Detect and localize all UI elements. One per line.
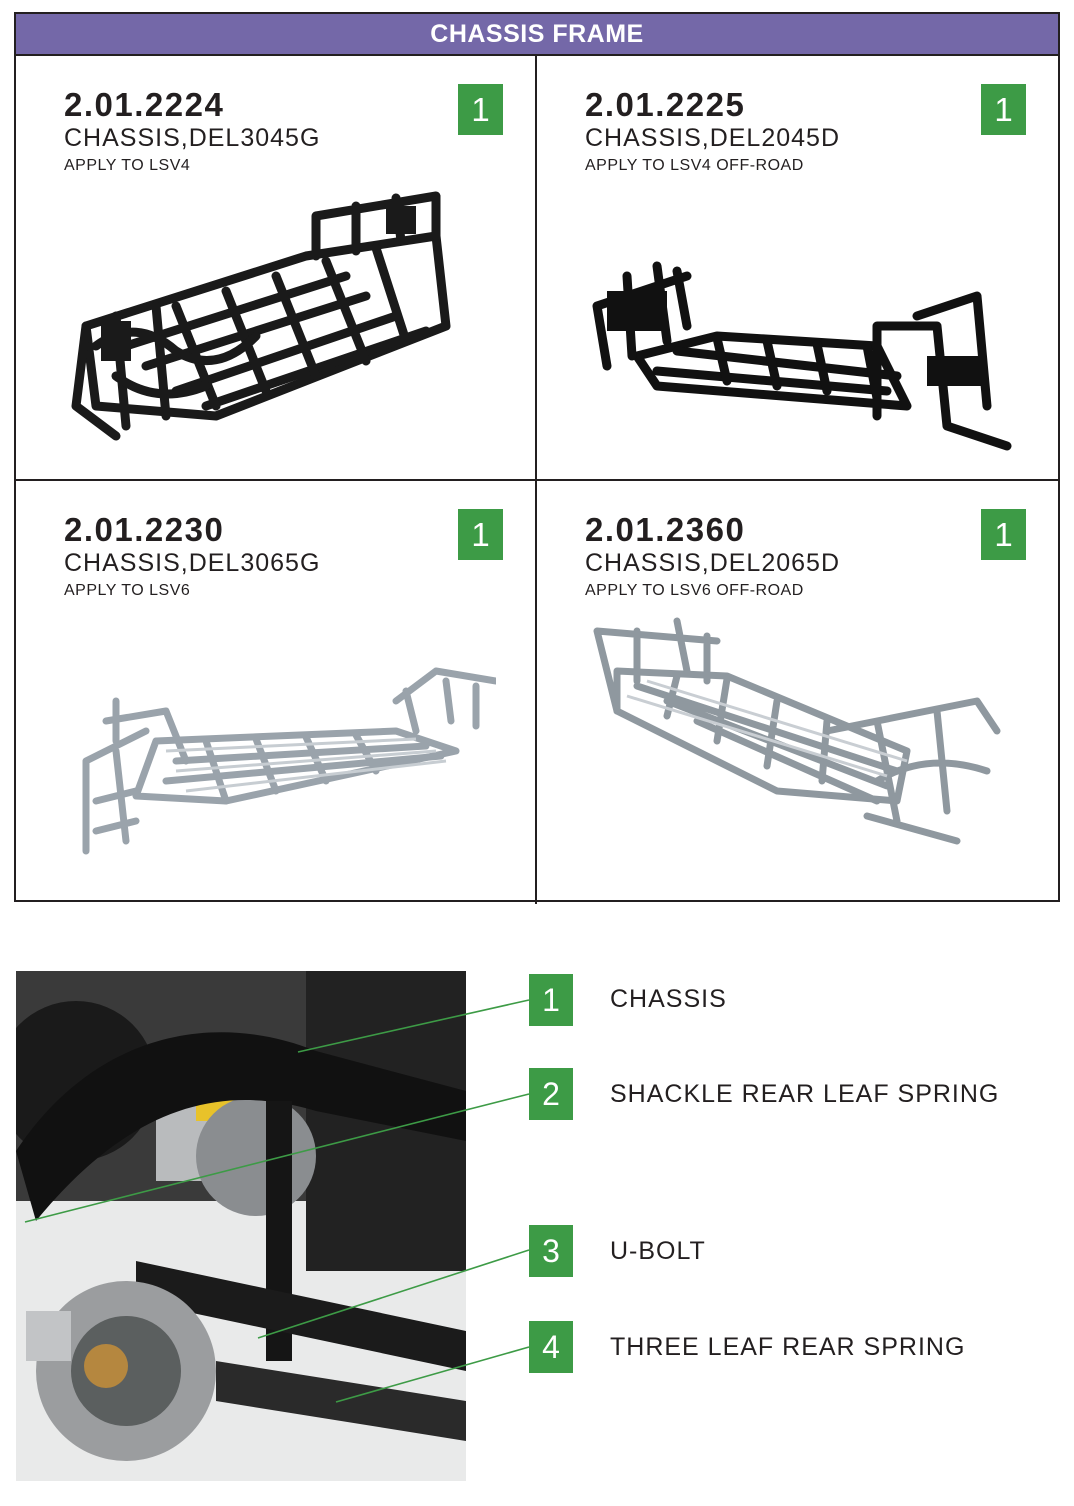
part-number: 2.01.2360 [585, 511, 746, 548]
quantity-badge: 1 [981, 84, 1026, 135]
rear-suspension-photo [16, 971, 466, 1481]
part-name: CHASSIS,DEL3045G [64, 124, 321, 152]
catalog-header: CHASSIS FRAME [16, 14, 1058, 56]
legend-badge: 3 [529, 1225, 573, 1277]
quantity-badge: 1 [981, 509, 1026, 560]
part-application: APPLY TO LSV4 OFF-ROAD [585, 157, 804, 174]
part-name: CHASSIS,DEL3065G [64, 549, 321, 577]
legend-badge: 4 [529, 1321, 573, 1373]
legend-label: THREE LEAF REAR SPRING [610, 1333, 966, 1361]
quantity-badge: 1 [458, 509, 503, 560]
part-card: 2.01.2224 CHASSIS,DEL3045G APPLY TO LSV4… [16, 56, 537, 481]
part-card: 2.01.2230 CHASSIS,DEL3065G APPLY TO LSV6… [16, 481, 537, 904]
part-number: 2.01.2224 [64, 86, 225, 123]
part-application: APPLY TO LSV4 [64, 157, 191, 174]
part-application: APPLY TO LSV6 [64, 582, 191, 599]
catalog-grid: 2.01.2224 CHASSIS,DEL3045G APPLY TO LSV4… [16, 56, 1058, 904]
part-application: APPLY TO LSV6 OFF-ROAD [585, 582, 804, 599]
chassis-frame-image [82, 667, 496, 855]
part-number: 2.01.2230 [64, 511, 225, 548]
quantity-badge: 1 [458, 84, 503, 135]
legend-badge: 1 [529, 974, 573, 1026]
legend-badge: 2 [529, 1068, 573, 1120]
legend-label: U-BOLT [610, 1237, 706, 1265]
legend-label: SHACKLE REAR LEAF SPRING [610, 1080, 1000, 1108]
part-card: 2.01.2225 CHASSIS,DEL2045D APPLY TO LSV4… [537, 56, 1058, 481]
chassis-frame-image [71, 191, 451, 441]
part-name: CHASSIS,DEL2045D [585, 124, 841, 152]
part-name: CHASSIS,DEL2065D [585, 549, 841, 577]
chassis-frame-image [592, 261, 1012, 451]
part-number: 2.01.2225 [585, 86, 746, 123]
catalog-title: CHASSIS FRAME [430, 19, 644, 48]
chassis-frame-image [593, 617, 1001, 845]
part-card: 2.01.2360 CHASSIS,DEL2065D APPLY TO LSV6… [537, 481, 1058, 904]
chassis-frame-catalog: CHASSIS FRAME 2.01.2224 CHASSIS,DEL3045G… [14, 12, 1060, 904]
legend-label: CHASSIS [610, 985, 727, 1013]
